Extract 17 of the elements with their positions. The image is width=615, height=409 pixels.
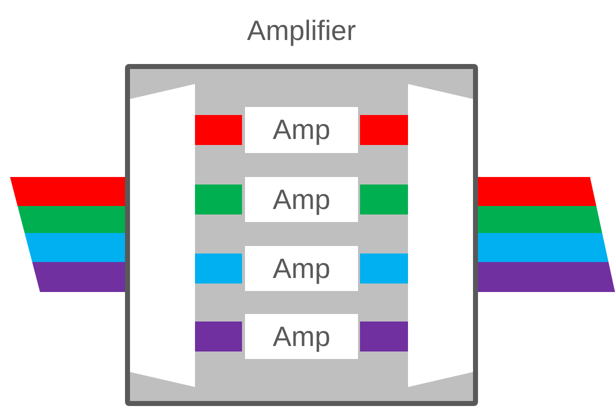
wavelength-channel-line <box>195 115 242 145</box>
amp-box <box>245 246 358 291</box>
wavelength-channel-line <box>195 322 242 352</box>
amp-label: Amp <box>272 114 330 146</box>
amp-box <box>245 177 358 222</box>
amp-label: Amp <box>272 252 330 284</box>
wavelength-channel-line <box>360 115 408 145</box>
amp-box <box>245 107 358 153</box>
wavelength-channel-line <box>360 254 408 284</box>
amp-box <box>245 314 358 359</box>
amp-label: Amp <box>272 320 330 352</box>
wavelength-channel-line <box>195 254 242 284</box>
wavelength-channel-line <box>195 184 242 214</box>
amplifier-title: Amplifier <box>247 15 356 46</box>
wavelength-channel-line <box>360 184 408 214</box>
wavelength-channel-line <box>360 322 408 352</box>
amp-label: Amp <box>272 184 330 216</box>
